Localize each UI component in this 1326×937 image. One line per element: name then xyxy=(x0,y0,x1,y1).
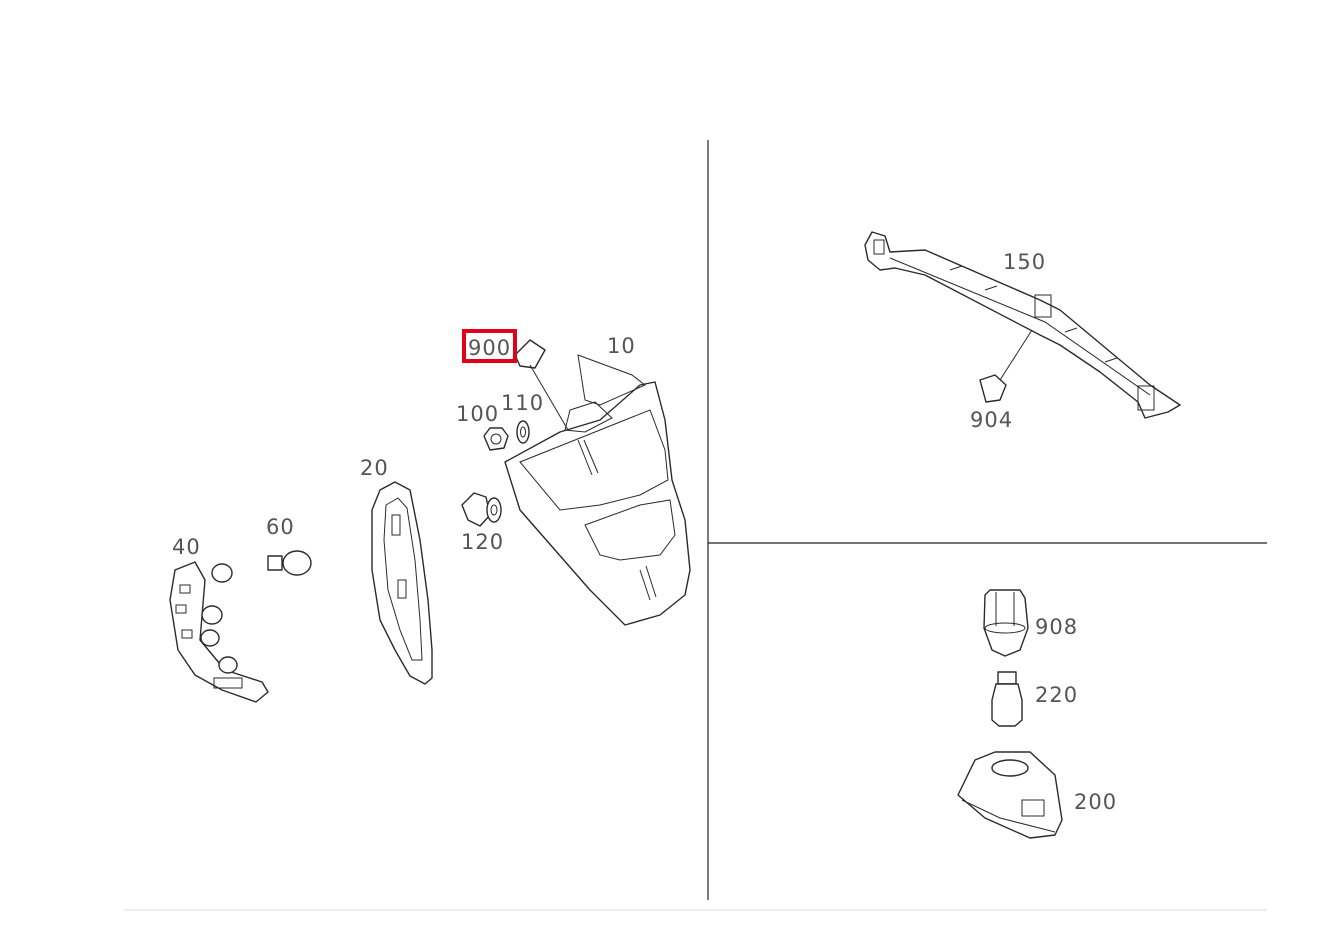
part-60-bulb[interactable] xyxy=(267,550,312,576)
part-100-nut[interactable] xyxy=(483,427,509,451)
callout-10[interactable]: 10 xyxy=(607,334,636,358)
callout-900[interactable]: 900 xyxy=(468,336,511,360)
part-150-bracket[interactable] xyxy=(864,231,1181,419)
part-908-socket[interactable] xyxy=(983,589,1029,657)
part-200-lamp[interactable] xyxy=(957,751,1063,839)
part-900-connector[interactable] xyxy=(514,339,569,431)
part-20-gasket[interactable] xyxy=(371,481,433,685)
part-120-bolt[interactable] xyxy=(461,492,502,527)
callout-904[interactable]: 904 xyxy=(970,408,1013,432)
callout-100[interactable]: 100 xyxy=(456,402,499,426)
callout-110[interactable]: 110 xyxy=(501,391,544,415)
callout-150[interactable]: 150 xyxy=(1003,250,1046,274)
callout-200[interactable]: 200 xyxy=(1074,790,1117,814)
part-904-connector[interactable] xyxy=(979,329,1033,403)
callout-60[interactable]: 60 xyxy=(266,515,295,539)
callout-20[interactable]: 20 xyxy=(360,456,389,480)
callout-40[interactable]: 40 xyxy=(172,535,201,559)
part-220-bulb[interactable] xyxy=(991,671,1023,727)
callout-220[interactable]: 220 xyxy=(1035,683,1078,707)
part-110-washer[interactable] xyxy=(516,420,530,444)
callout-900-highlight-box xyxy=(462,329,517,363)
part-40-bulb-holder[interactable] xyxy=(169,561,269,703)
callout-908[interactable]: 908 xyxy=(1035,615,1078,639)
part-10-tail-lamp[interactable] xyxy=(504,354,691,626)
callout-120[interactable]: 120 xyxy=(461,530,504,554)
